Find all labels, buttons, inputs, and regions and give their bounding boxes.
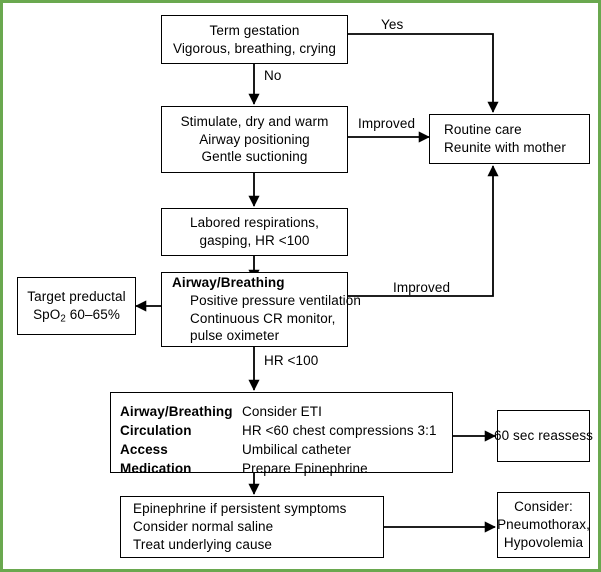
node-target-preductal-spo2[interactable]: Target preductal SpO2 60–65% bbox=[17, 277, 136, 335]
airway-breathing-line-3: pulse oximeter bbox=[190, 328, 280, 344]
node-term-gestation[interactable]: Term gestation Vigorous, breathing, cryi… bbox=[161, 15, 348, 64]
target-preductal-line-2: SpO2 60–65% bbox=[33, 306, 120, 324]
abcm-value-1: HR <60 chest compressions 3:1 bbox=[242, 423, 437, 439]
abcm-label-0: Airway/Breathing bbox=[120, 404, 233, 419]
node-stimulate-dry-warm[interactable]: Stimulate, dry and warm Airway positioni… bbox=[161, 106, 348, 173]
stimulate-line-3: Gentle suctioning bbox=[201, 149, 308, 165]
reassess-line-1: 60 sec reassess bbox=[493, 428, 594, 444]
spo2-label: SpO bbox=[33, 307, 61, 322]
edge-label-improved-top: Improved bbox=[358, 116, 416, 131]
edge-term-yes-to-routine bbox=[348, 33, 499, 113]
node-abcm-interventions[interactable]: Airway/Breathing Consider ETI Circulatio… bbox=[110, 392, 453, 476]
abcm-label-1: Circulation bbox=[120, 423, 192, 439]
abcm-value-3: Prepare Epinephrine bbox=[242, 461, 368, 477]
routine-care-line-2: Reunite with mother bbox=[444, 140, 566, 155]
abcm-row-airway-breathing: Airway/Breathing Consider ETI bbox=[120, 402, 452, 421]
abcm-value-0: Consider ETI bbox=[242, 404, 322, 419]
epinephrine-line-1: Epinephrine if persistent symptoms bbox=[133, 501, 347, 517]
consider-line-2: Pneumothorax, bbox=[497, 517, 590, 533]
airway-breathing-line-1: Positive pressure ventilation bbox=[190, 292, 361, 308]
edge-label-no: No bbox=[264, 68, 282, 83]
edge-airway-improved-to-routine bbox=[348, 165, 499, 297]
node-60-sec-reassess[interactable]: 60 sec reassess bbox=[493, 410, 594, 462]
consider-line-1: Consider: bbox=[514, 499, 573, 515]
node-labored-respirations[interactable]: Labored respirations, gasping, HR <100 bbox=[161, 208, 348, 256]
airway-breathing-line-2: Continuous CR monitor, bbox=[190, 310, 336, 326]
stimulate-line-1: Stimulate, dry and warm bbox=[180, 113, 329, 129]
term-gestation-line-1: Term gestation bbox=[209, 22, 300, 38]
term-gestation-line-2: Vigorous, breathing, crying bbox=[172, 40, 337, 56]
node-airway-breathing[interactable]: Airway/Breathing Positive pressure venti… bbox=[161, 272, 361, 347]
node-routine-care[interactable]: Routine care Reunite with mother bbox=[429, 114, 590, 164]
abcm-row-access: Access Umbilical catheter bbox=[120, 440, 452, 459]
target-preductal-line-1: Target preductal bbox=[27, 289, 126, 305]
node-epinephrine-persistent[interactable]: Epinephrine if persistent symptoms Consi… bbox=[120, 496, 384, 558]
labored-line-1: Labored respirations, bbox=[190, 215, 319, 231]
spo2-range: 60–65% bbox=[65, 307, 120, 322]
abcm-value-2: Umbilical catheter bbox=[242, 442, 352, 458]
consider-line-3: Hypovolemia bbox=[503, 534, 584, 550]
node-consider-pneumothorax[interactable]: Consider: Pneumothorax, Hypovolemia bbox=[497, 492, 590, 558]
abcm-label-3: Medication bbox=[120, 461, 192, 477]
routine-care-line-1: Routine care bbox=[444, 122, 522, 138]
edge-label-hr-under-100: HR <100 bbox=[264, 353, 319, 368]
epinephrine-line-3: Treat underlying cause bbox=[133, 536, 273, 552]
abcm-label-2: Access bbox=[120, 442, 168, 458]
edge-label-yes: Yes bbox=[381, 17, 404, 32]
airway-breathing-title: Airway/Breathing bbox=[172, 274, 285, 290]
spo2-subscript: 2 bbox=[60, 313, 66, 325]
abcm-row-medication: Medication Prepare Epinephrine bbox=[120, 459, 452, 478]
abcm-row-circulation: Circulation HR <60 chest compressions 3:… bbox=[120, 421, 452, 440]
labored-line-2: gasping, HR <100 bbox=[199, 233, 310, 248]
epinephrine-line-2: Consider normal saline bbox=[133, 519, 274, 535]
edge-label-improved-mid: Improved bbox=[393, 280, 451, 295]
stimulate-line-2: Airway positioning bbox=[199, 131, 310, 147]
